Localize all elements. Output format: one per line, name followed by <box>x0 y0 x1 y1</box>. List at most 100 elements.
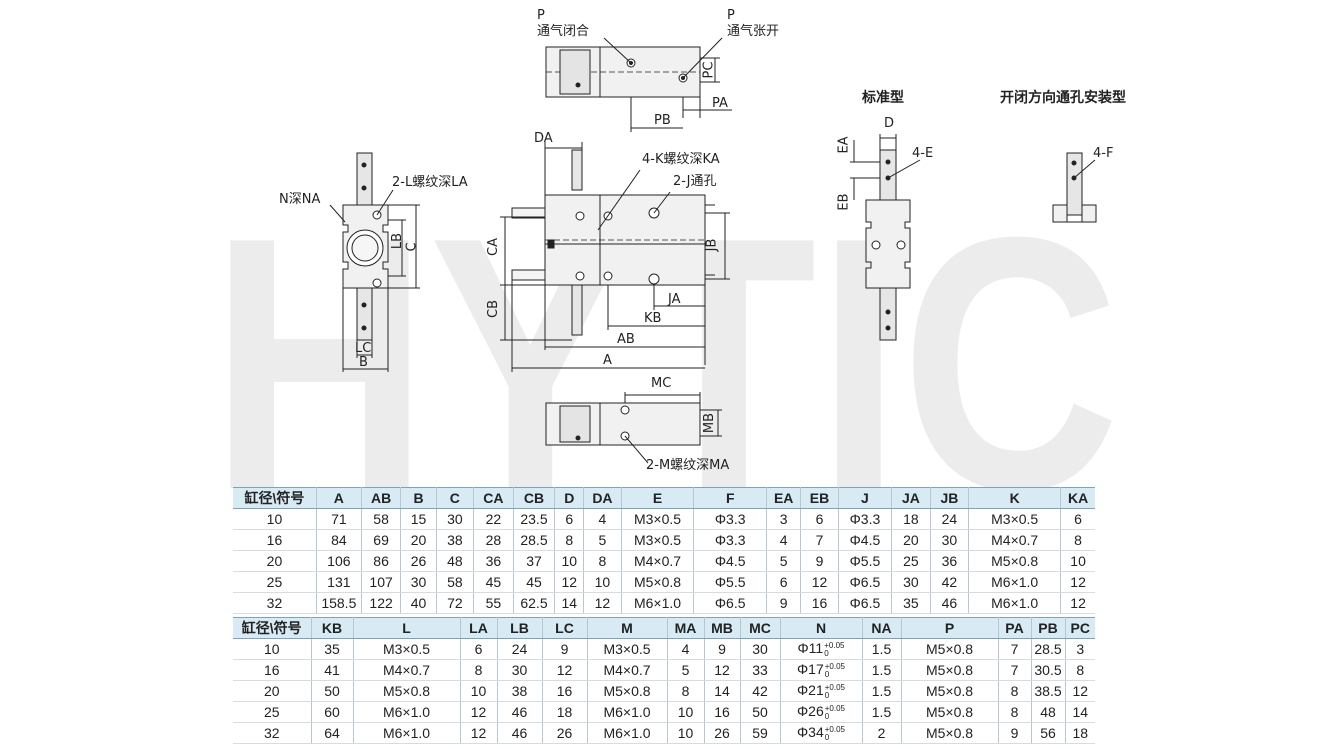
table-cell: 10 <box>554 550 585 572</box>
table1-header: 缸径\符号 <box>233 487 317 509</box>
table-cell: 1.5 <box>862 659 902 681</box>
table-cell: 28.5 <box>1031 638 1066 660</box>
table-cell: 71 <box>316 508 362 530</box>
table-cell: 46 <box>497 701 543 723</box>
table-cell: 12 <box>704 659 741 681</box>
table-cell: M4×0.7 <box>621 550 695 572</box>
table-cell: 10 <box>233 638 312 660</box>
table1-header: KA <box>1060 487 1095 509</box>
label-eb: EB <box>836 193 852 211</box>
tolerance-upper: +0.05 <box>824 724 845 734</box>
table-cell: M5×0.8 <box>901 701 999 723</box>
table-cell: 36 <box>473 550 514 572</box>
label-p-close: 通气闭合 <box>537 24 590 39</box>
label-k-thread: 4-K螺纹深KA <box>642 152 720 167</box>
table-cell: 18 <box>891 508 931 530</box>
spec-table-2: 缸径\符号 KB L LA LB LC M MA MB MC N NA P PA… <box>233 617 1095 744</box>
table-cell: M5×0.8 <box>901 722 999 744</box>
table-cell: 84 <box>316 529 362 551</box>
table-cell: M4×0.7 <box>968 529 1062 551</box>
table-cell: 7 <box>998 638 1032 660</box>
table-cell: 14 <box>1065 701 1095 723</box>
table-cell: 6 <box>554 508 585 530</box>
table-cell: 14 <box>554 592 585 614</box>
label-pa: PA <box>712 96 728 111</box>
table-cell: 12 <box>460 722 498 744</box>
table-cell: 24 <box>497 638 543 660</box>
table-cell: 16 <box>800 592 839 614</box>
table-cell: 8 <box>554 529 585 551</box>
label-j-hole: 2-J通孔 <box>673 174 717 189</box>
table-cell: Φ5.5 <box>838 550 893 572</box>
label-ja: JA <box>668 292 681 307</box>
table1-header: AB <box>361 487 402 509</box>
label-p-right: P <box>727 8 735 23</box>
table-cell: 12 <box>554 571 585 593</box>
table-cell: 131 <box>316 571 362 593</box>
table-cell: Φ5.5 <box>693 571 768 593</box>
table2-header: LA <box>460 617 498 639</box>
label-4f: 4-F <box>1093 146 1114 161</box>
table-cell: 12 <box>1060 571 1095 593</box>
table-cell: M5×0.8 <box>621 571 695 593</box>
table-cell: 56 <box>1031 722 1066 744</box>
table-cell: 30 <box>436 508 475 530</box>
table-cell: 20 <box>400 529 437 551</box>
bottom-view <box>545 392 722 464</box>
table-cell: M3×0.5 <box>587 638 668 660</box>
label-da: DA <box>534 131 553 146</box>
table-cell: 60 <box>311 701 354 723</box>
table-cell: 5 <box>667 659 705 681</box>
table-cell: 42 <box>740 680 781 702</box>
table2-header-row: 缸径\符号 KB L LA LB LC M MA MB MC N NA P PA… <box>233 617 1095 639</box>
table1-header: CA <box>473 487 514 509</box>
table-cell: 5 <box>766 550 802 572</box>
tolerance-upper: +0.05 <box>824 661 845 671</box>
table-cell: 32 <box>233 722 312 744</box>
table-cell: M6×1.0 <box>621 592 695 614</box>
table-cell: 8 <box>583 550 622 572</box>
table-cell: 10 <box>583 571 622 593</box>
tolerance-lower: 0 <box>824 711 830 721</box>
table-cell: 4 <box>583 508 622 530</box>
label-m-thread: 2-M螺纹深MA <box>646 458 730 473</box>
table-cell: Φ4.5 <box>693 550 768 572</box>
table-cell: 64 <box>311 722 354 744</box>
label-kb: KB <box>644 311 662 326</box>
table-cell: 42 <box>930 571 970 593</box>
table-cell: 20 <box>233 550 317 572</box>
table-cell: M5×0.8 <box>353 680 461 702</box>
table1-header: JB <box>930 487 970 509</box>
table1-header: J <box>838 487 893 509</box>
table-cell: 7 <box>800 529 839 551</box>
table-cell: 26 <box>542 722 588 744</box>
table-cell: 122 <box>361 592 402 614</box>
table-cell: 158.5 <box>316 592 362 614</box>
table-cell: 41 <box>311 659 354 681</box>
table2-header: PA <box>998 617 1032 639</box>
table-cell: 3 <box>1065 638 1095 660</box>
table-cell: 62.5 <box>513 592 556 614</box>
label-4e: 4-E <box>912 146 934 161</box>
table-cell: 10 <box>1060 550 1095 572</box>
table-cell: 8 <box>667 680 705 702</box>
table-cell: 36 <box>930 550 970 572</box>
table-cell: 30 <box>740 638 781 660</box>
table2-header: P <box>901 617 999 639</box>
tolerance-upper: +0.05 <box>824 703 845 713</box>
table1-header: E <box>621 487 695 509</box>
table-cell: Φ3.3 <box>693 529 768 551</box>
table-cell: 45 <box>513 571 556 593</box>
table-cell: 14 <box>704 680 741 702</box>
table-cell: 35 <box>311 638 354 660</box>
table-cell: 16 <box>233 659 312 681</box>
table-cell: 26 <box>400 550 437 572</box>
table1-header: A <box>316 487 362 509</box>
